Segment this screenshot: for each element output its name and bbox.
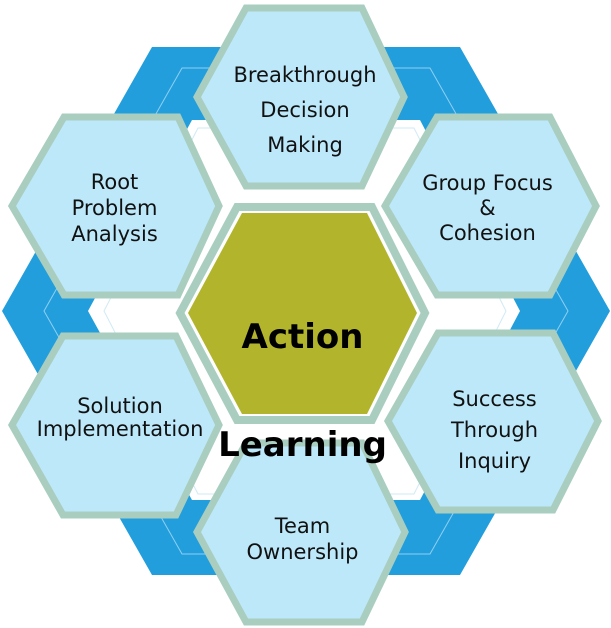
- hex-bottom: [193, 439, 409, 626]
- node-label-bottom: Team Ownership: [246, 514, 359, 564]
- hex-center: [175, 203, 430, 424]
- node-label-upper-right: Group Focus & Cohesion: [422, 171, 553, 245]
- hex-top: [193, 4, 408, 190]
- hex-upper-right: [380, 113, 600, 299]
- hex-lower-right: [383, 329, 602, 514]
- center-label: Action Learning: [180, 256, 425, 526]
- node-label-lower-left: Solution Implementation: [36, 394, 204, 441]
- node-label-top: Breakthrough Decision Making: [233, 63, 377, 157]
- center-label-line2: Learning: [218, 425, 387, 465]
- center-label-line1: Action: [241, 317, 364, 357]
- hex-upper-left: [7, 113, 223, 299]
- hex-lower-left: [7, 332, 223, 519]
- node-label-lower-right: Success Through Inquiry: [450, 387, 539, 473]
- node-label-upper-left: Root Problem Analysis: [71, 170, 158, 246]
